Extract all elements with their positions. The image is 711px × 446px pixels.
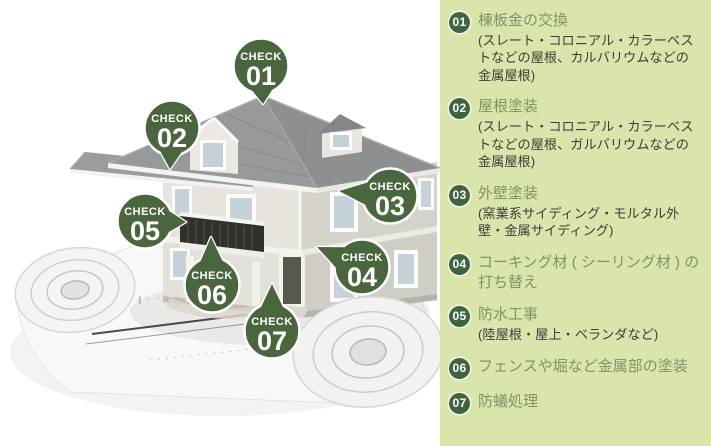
blueprint-roll-right (292, 295, 440, 409)
checklist-item: 07 防蟻処理 (449, 392, 701, 414)
pin-number: 02 (157, 123, 187, 153)
item-desc: (スレート・コロニアル・カラーベストなどの屋根、カルバリウムなどの金属屋根) (478, 32, 694, 83)
pin-number: 06 (197, 280, 227, 310)
checklist-item: 05 防水工事 (陸屋根・屋上・ベランダなど) (449, 305, 701, 343)
item-desc: (窯業系サイディング・モルタル外壁・金属サイディング) (478, 205, 680, 239)
item-title: 屋根塗装 (478, 98, 539, 116)
item-desc: (陸屋根・屋上・ベランダなど) (478, 327, 659, 343)
item-number-badge: 02 (449, 98, 470, 120)
checklist-item: 01 棟板金の交換 (スレート・コロニアル・カラーベストなどの屋根、カルバリウム… (449, 11, 701, 84)
item-number-badge: 06 (449, 357, 470, 379)
pin-check-label: CHECK (191, 270, 233, 282)
checklist-item: 06 フェンスや堀など金属部の塗装 (449, 357, 701, 379)
pin-check-label: CHECK (240, 51, 282, 63)
checklist-panel: 01 棟板金の交換 (スレート・コロニアル・カラーベストなどの屋根、カルバリウム… (440, 0, 711, 446)
pin-check-label: CHECK (369, 181, 411, 193)
right-dormer (318, 114, 366, 158)
pin-number: 07 (257, 326, 287, 356)
item-title: コーキング材 ( シーリング材 ) の打ち替え (478, 253, 700, 291)
checklist-item: 03 外壁塗装 (窯業系サイディング・モルタル外壁・金属サイディング) (449, 184, 701, 240)
pin-number: 01 (246, 61, 276, 91)
pin-check-label: CHECK (124, 206, 166, 218)
item-title: 防蟻処理 (478, 392, 539, 410)
pin-number: 03 (375, 191, 405, 221)
checklist: 01 棟板金の交換 (スレート・コロニアル・カラーベストなどの屋根、カルバリウム… (449, 11, 701, 414)
item-title: 防水工事 (478, 306, 539, 324)
item-title: 棟板金の交換 (478, 12, 569, 29)
item-number-badge: 03 (449, 184, 470, 206)
item-number-badge: 01 (449, 12, 470, 33)
item-number-badge: 07 (449, 392, 470, 414)
pin-number: 05 (130, 216, 160, 246)
pin-check-label: CHECK (251, 316, 293, 328)
item-number-badge: 04 (449, 253, 470, 275)
blueprint-roll-left (14, 246, 136, 334)
pin-check-label: CHECK (341, 252, 383, 264)
pin-check-label: CHECK (151, 113, 193, 125)
checklist-item: 04 コーキング材 ( シーリング材 ) の打ち替え (449, 253, 701, 293)
check-pins: CHECK01CHECK02CHECK03CHECK04CHECK05CHECK… (116, 37, 419, 360)
house-illustration: CHECK01CHECK02CHECK03CHECK04CHECK05CHECK… (10, 37, 440, 416)
checklist-item: 02 屋根塗装 (スレート・コロニアル・カラーベストなどの屋根、ガルバリウムなど… (449, 97, 701, 170)
item-number-badge: 05 (449, 306, 470, 328)
item-desc: (スレート・コロニアル・カラーベストなどの屋根、ガルバリウムなどの金属屋根) (478, 119, 694, 170)
item-title: 外壁塗装 (478, 184, 539, 202)
pin-number: 04 (347, 262, 377, 292)
left-dormer (189, 116, 240, 174)
item-title: フェンスや堀など金属部の塗装 (478, 357, 688, 375)
entry-door (283, 257, 301, 304)
